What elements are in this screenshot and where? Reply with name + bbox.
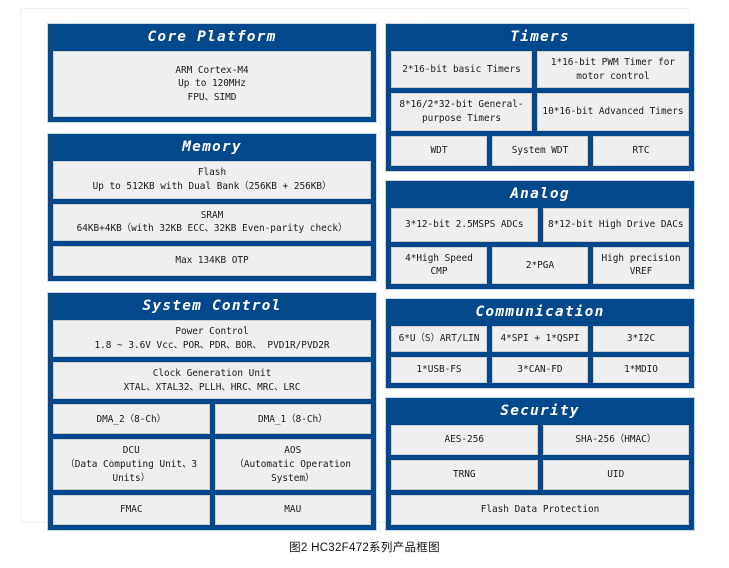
cell-aes-256[interactable]: AES-256 xyxy=(391,425,538,456)
cell-dacs[interactable]: 8*12-bit High Drive DACs xyxy=(542,207,689,242)
table-row: ARM Cortex-M4 Up to 120MHz FPU、SIMD xyxy=(53,51,371,118)
cell-high-speed-cmp[interactable]: 4*High Speed CMP xyxy=(391,246,487,284)
cell-system-wdt[interactable]: System WDT xyxy=(492,135,588,166)
cell-dma-1[interactable]: DMA_1（8-Ch） xyxy=(214,404,371,435)
cell-mdio[interactable]: 1*MDIO xyxy=(593,357,689,384)
block-title-core-platform: Core Platform xyxy=(147,29,277,45)
block-rows-core-platform: ARM Cortex-M4 Up to 120MHz FPU、SIMD xyxy=(48,51,376,118)
table-row: 2*16-bit basic Timers 1*16-bit PWM Timer… xyxy=(391,51,689,89)
cell-mau[interactable]: MAU xyxy=(214,495,371,526)
right-column: Timers 2*16-bit basic Timers 1*16-bit PW… xyxy=(385,23,695,532)
block-title-system-control: System Control xyxy=(142,297,282,314)
cell-arm-cortex-m4[interactable]: ARM Cortex-M4 Up to 120MHz FPU、SIMD xyxy=(53,51,371,118)
block-timers: Timers 2*16-bit basic Timers 1*16-bit PW… xyxy=(385,23,695,172)
cell-fmac[interactable]: FMAC xyxy=(53,495,210,526)
cell-vref[interactable]: High precision VREF xyxy=(593,246,689,284)
cell-basic-timers[interactable]: 2*16-bit basic Timers xyxy=(391,51,532,89)
table-row: Flash Up to 512KB with Dual Bank（256KB +… xyxy=(53,161,371,199)
cell-adcs[interactable]: 3*12-bit 2.5MSPS ADCs xyxy=(391,207,538,242)
block-rows-analog: 3*12-bit 2.5MSPS ADCs 8*12-bit High Driv… xyxy=(386,207,694,284)
figure-caption: 图2 HC32F472系列产品框图 xyxy=(289,542,440,554)
block-analog: Analog 3*12-bit 2.5MSPS ADCs 8*12-bit Hi… xyxy=(385,179,695,290)
cell-sram[interactable]: SRAM 64KB+4KB（with 32KB ECC、32KB Even-pa… xyxy=(53,203,371,241)
table-row: 4*High Speed CMP 2*PGA High precision VR… xyxy=(391,246,689,284)
cell-dma-2[interactable]: DMA_2（8-Ch） xyxy=(53,404,210,435)
cell-flash-data-protection[interactable]: Flash Data Protection xyxy=(391,495,689,526)
block-security: Security AES-256 SHA-256（HMAC） TRNG UID … xyxy=(385,397,695,532)
block-communication: Communication 6*U（S）ART/LIN 4*SPI + 1*QS… xyxy=(385,298,695,390)
table-row: TRNG UID xyxy=(391,460,689,491)
table-row: SRAM 64KB+4KB（with 32KB ECC、32KB Even-pa… xyxy=(53,203,371,241)
block-title-analog: Analog xyxy=(510,185,570,202)
table-row: Max 134KB OTP xyxy=(53,245,371,276)
cell-flash[interactable]: Flash Up to 512KB with Dual Bank（256KB +… xyxy=(53,161,371,199)
diagram-columns: Core Platform ARM Cortex-M4 Up to 120MHz… xyxy=(47,23,705,532)
cell-spi-qspi[interactable]: 4*SPI + 1*QSPI xyxy=(492,326,588,353)
cell-dcu[interactable]: DCU （Data Computing Unit、3 Units） xyxy=(53,439,210,491)
cell-pga[interactable]: 2*PGA xyxy=(492,246,588,284)
cell-can-fd[interactable]: 3*CAN-FD xyxy=(492,357,588,384)
cell-i2c[interactable]: 3*I2C xyxy=(593,326,689,353)
table-row: AES-256 SHA-256（HMAC） xyxy=(391,425,689,456)
cell-advanced-timers[interactable]: 10*16-bit Advanced Timers xyxy=(536,93,689,131)
diagram-frame: Core Platform ARM Cortex-M4 Up to 120MHz… xyxy=(20,8,695,532)
cell-usb-fs[interactable]: 1*USB-FS xyxy=(391,357,487,384)
block-title-security: Security xyxy=(500,403,580,420)
table-row: DMA_2（8-Ch） DMA_1（8-Ch） xyxy=(53,404,371,435)
cell-wdt[interactable]: WDT xyxy=(391,135,487,166)
cell-otp[interactable]: Max 134KB OTP xyxy=(53,245,371,276)
block-title-memory: Memory xyxy=(182,139,242,156)
block-rows-security: AES-256 SHA-256（HMAC） TRNG UID Flash Dat… xyxy=(386,425,694,526)
table-row: 6*U（S）ART/LIN 4*SPI + 1*QSPI 3*I2C xyxy=(391,326,689,353)
cell-sha-256-hmac[interactable]: SHA-256（HMAC） xyxy=(542,425,689,456)
cell-power-control[interactable]: Power Control 1.8 ~ 3.6V Vcc、POR、PDR、BOR… xyxy=(53,319,371,358)
table-row: FMAC MAU xyxy=(53,495,371,526)
block-system-control: System Control Power Control 1.8 ~ 3.6V … xyxy=(47,291,377,532)
cell-rtc[interactable]: RTC xyxy=(593,135,689,166)
left-column: Core Platform ARM Cortex-M4 Up to 120MHz… xyxy=(47,23,377,532)
cell-uid[interactable]: UID xyxy=(542,460,689,491)
cell-general-purpose-timers[interactable]: 8*16/2*32-bit General-purpose Timers xyxy=(391,93,532,131)
block-rows-timers: 2*16-bit basic Timers 1*16-bit PWM Timer… xyxy=(386,51,694,166)
cell-usart-lin[interactable]: 6*U（S）ART/LIN xyxy=(391,326,487,353)
block-title-communication: Communication xyxy=(475,304,605,320)
block-memory: Memory Flash Up to 512KB with Dual Bank（… xyxy=(47,133,377,282)
block-rows-communication: 6*U（S）ART/LIN 4*SPI + 1*QSPI 3*I2C 1*USB… xyxy=(386,326,694,384)
cell-aos[interactable]: AOS （Automatic Operation System） xyxy=(214,439,371,491)
block-title-timers: Timers xyxy=(510,29,570,45)
table-row: 8*16/2*32-bit General-purpose Timers 10*… xyxy=(391,93,689,131)
table-row: 3*12-bit 2.5MSPS ADCs 8*12-bit High Driv… xyxy=(391,207,689,242)
cell-pwm-motor-timer[interactable]: 1*16-bit PWM Timer for motor control xyxy=(536,51,689,89)
cell-trng[interactable]: TRNG xyxy=(391,460,538,491)
table-row: Flash Data Protection xyxy=(391,495,689,526)
table-row: Power Control 1.8 ~ 3.6V Vcc、POR、PDR、BOR… xyxy=(53,319,371,358)
block-rows-system-control: Power Control 1.8 ~ 3.6V Vcc、POR、PDR、BOR… xyxy=(48,319,376,526)
table-row: WDT System WDT RTC xyxy=(391,135,689,166)
cell-clock-generation-unit[interactable]: Clock Generation Unit XTAL、XTAL32、PLLH、H… xyxy=(53,362,371,400)
block-rows-memory: Flash Up to 512KB with Dual Bank（256KB +… xyxy=(48,161,376,276)
block-core-platform: Core Platform ARM Cortex-M4 Up to 120MHz… xyxy=(47,23,377,124)
table-row: Clock Generation Unit XTAL、XTAL32、PLLH、H… xyxy=(53,362,371,400)
table-row: 1*USB-FS 3*CAN-FD 1*MDIO xyxy=(391,357,689,384)
table-row: DCU （Data Computing Unit、3 Units） AOS （A… xyxy=(53,439,371,491)
